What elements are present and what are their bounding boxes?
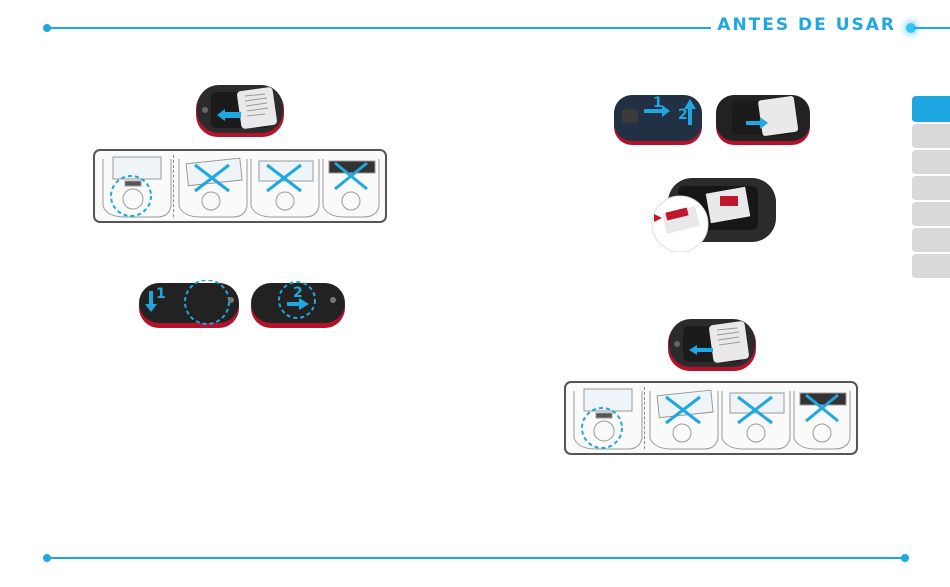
chapter-tab-active[interactable]: [912, 96, 950, 123]
chapter-tab[interactable]: [912, 202, 950, 227]
step-1-label: 1: [653, 95, 663, 111]
battery-removal-illustration: [195, 84, 285, 140]
section-title: ANTES DE USAR: [711, 15, 902, 35]
battery-orientation-panel-left: [93, 149, 387, 223]
bottom-rule: [47, 557, 905, 559]
sim-card-insertion-illustration: [648, 176, 778, 252]
top-rule-tail: [914, 27, 950, 29]
cover-removal-illustration: 1 2: [612, 93, 812, 147]
panel-divider: [173, 155, 174, 217]
step-2-label: 2: [678, 107, 688, 123]
chapter-tab[interactable]: [912, 150, 950, 175]
chapter-tabs: [912, 96, 950, 280]
battery-insertion-illustration: [667, 318, 757, 374]
top-rule: [47, 27, 727, 29]
chapter-tab[interactable]: [912, 254, 950, 279]
step-2-label: 2: [293, 285, 303, 301]
battery-orientation-panel-right: [564, 381, 858, 455]
back-cover-slide-illustration: 1 2: [137, 280, 347, 330]
panel-divider: [644, 387, 645, 449]
step-1-label: 1: [156, 286, 166, 302]
chapter-tab[interactable]: [912, 124, 950, 149]
chapter-tab[interactable]: [912, 176, 950, 201]
bottom-rule-end-dot: [901, 554, 909, 562]
chapter-tab[interactable]: [912, 228, 950, 253]
